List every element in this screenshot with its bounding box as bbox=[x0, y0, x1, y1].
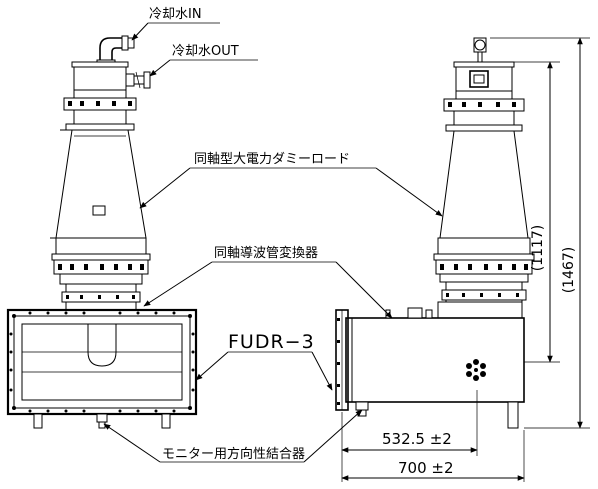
label-fudr: FUDR−3 bbox=[228, 331, 315, 353]
label-monitor-coupler: モニター用方向性結合器 bbox=[162, 446, 305, 462]
dim-700: 700 ±2 bbox=[398, 459, 454, 477]
left-assembly bbox=[6, 35, 198, 429]
port-icon bbox=[466, 359, 486, 381]
right-assembly bbox=[335, 37, 535, 429]
dim-1117: (1117) bbox=[530, 225, 546, 272]
converter-side bbox=[335, 301, 525, 429]
right-dummy-load-cone bbox=[439, 130, 529, 239]
dimension-lines bbox=[341, 37, 590, 482]
label-cooling-out: 冷却水OUT bbox=[172, 44, 239, 59]
label-cooling-in: 冷却水IN bbox=[149, 7, 202, 22]
leader-lines bbox=[103, 22, 443, 463]
label-dummy-load: 同軸型大電力ダミーロード bbox=[194, 152, 350, 167]
label-converter: 同軸導波管変換器 bbox=[214, 245, 318, 261]
dim-1467: (1467) bbox=[561, 247, 577, 294]
head-block bbox=[73, 65, 127, 91]
waveguide-front bbox=[6, 308, 198, 429]
cooling-out-fitting bbox=[125, 71, 151, 89]
dummy-load-cone bbox=[55, 129, 147, 239]
dim-532: 532.5 ±2 bbox=[382, 430, 452, 448]
